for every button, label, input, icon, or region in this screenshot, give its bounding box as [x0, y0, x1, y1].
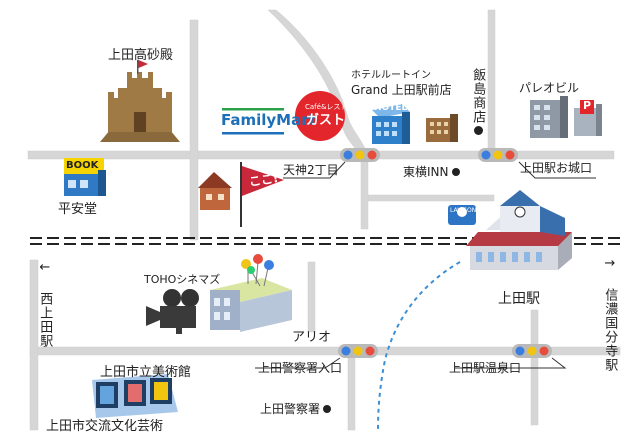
hotel-building-icon [372, 104, 458, 144]
toyoko-dot [451, 168, 460, 176]
east-direction-label: → 信濃国分寺駅 [602, 256, 618, 372]
tenjin-label: 天神2丁目 [283, 163, 339, 177]
walking-path [377, 261, 461, 433]
cinema-camera-icon [146, 289, 199, 334]
hotel-name-label: Grand 上田駅前店 [351, 83, 452, 97]
iijima-dot [474, 126, 483, 135]
road-v-far-left [29, 259, 39, 431]
gusto-logo [295, 91, 345, 141]
culture-center-label: 上田市交流文化芸術 [46, 419, 164, 434]
bus-sign-label: LAWSON [450, 207, 477, 214]
familymart-logo [222, 108, 284, 135]
leader-lines [255, 161, 596, 369]
book-sign-label: BOOK [66, 160, 99, 171]
ario-label: アリオ [292, 330, 332, 345]
castle-icon [100, 60, 180, 142]
road-v-iijima [487, 9, 496, 156]
ueda-station-icon [466, 190, 572, 270]
parking-label: P [583, 99, 592, 112]
heiando-book-icon [64, 158, 106, 196]
police-dot [323, 405, 332, 413]
station-label: 上田駅 [498, 291, 540, 307]
toho-label: TOHOシネマズ [144, 273, 221, 286]
art-museum-icon [92, 374, 178, 418]
art-museum-label: 上田市立美術館 [100, 365, 192, 380]
road-v-police [347, 354, 356, 431]
signal-tenjin [340, 148, 380, 162]
familymart-label: FamilyMart [221, 111, 316, 129]
signal-oshiroguchi [478, 148, 518, 162]
signal-police-entrance [338, 344, 378, 358]
iijima-label: 飯島商店 [470, 68, 486, 124]
railway [30, 237, 620, 245]
oshiroguchi-label: 上田駅お城口 [520, 161, 593, 175]
toyoko-label: 東横INN [403, 165, 460, 179]
east-direction-text: → 信濃国分寺駅 [602, 256, 618, 372]
road-v-center [360, 158, 369, 230]
signal-onsenguchi [512, 344, 552, 358]
heiando-label: 平安堂 [58, 202, 98, 217]
hotel-sign-label: HOTEL [374, 103, 408, 113]
police-entrance-label: 上田警察署入口 [258, 361, 343, 375]
iijima-text: 飯島商店 [470, 68, 486, 124]
main-horizontal-road [27, 150, 615, 160]
ario-mall-icon [210, 254, 292, 332]
west-direction-text: ← 西上田駅 [37, 260, 53, 348]
house-flag-icon [198, 162, 284, 227]
castle-label: 上田高砂殿 [108, 48, 174, 63]
toyoko-text: 東横INN [403, 165, 449, 179]
police-label: 上田警察署 [260, 402, 332, 416]
police-text: 上田警察署 [260, 402, 321, 416]
west-direction-label: ← 西上田駅 [37, 260, 53, 348]
paleo-building-icon [530, 96, 602, 138]
hotel-chain-label: ホテルルートイン [351, 70, 431, 81]
gusto-label: ガスト [306, 113, 346, 128]
side-street [363, 194, 495, 202]
onsenguchi-label: 上田駅温泉口 [449, 361, 522, 375]
gusto-small-label: Café&レストラン [305, 103, 362, 111]
paleo-label: パレオビル [519, 81, 580, 95]
bus-stop-sign [448, 205, 476, 225]
road-v-ario [307, 261, 316, 333]
road-v-left [189, 19, 199, 241]
